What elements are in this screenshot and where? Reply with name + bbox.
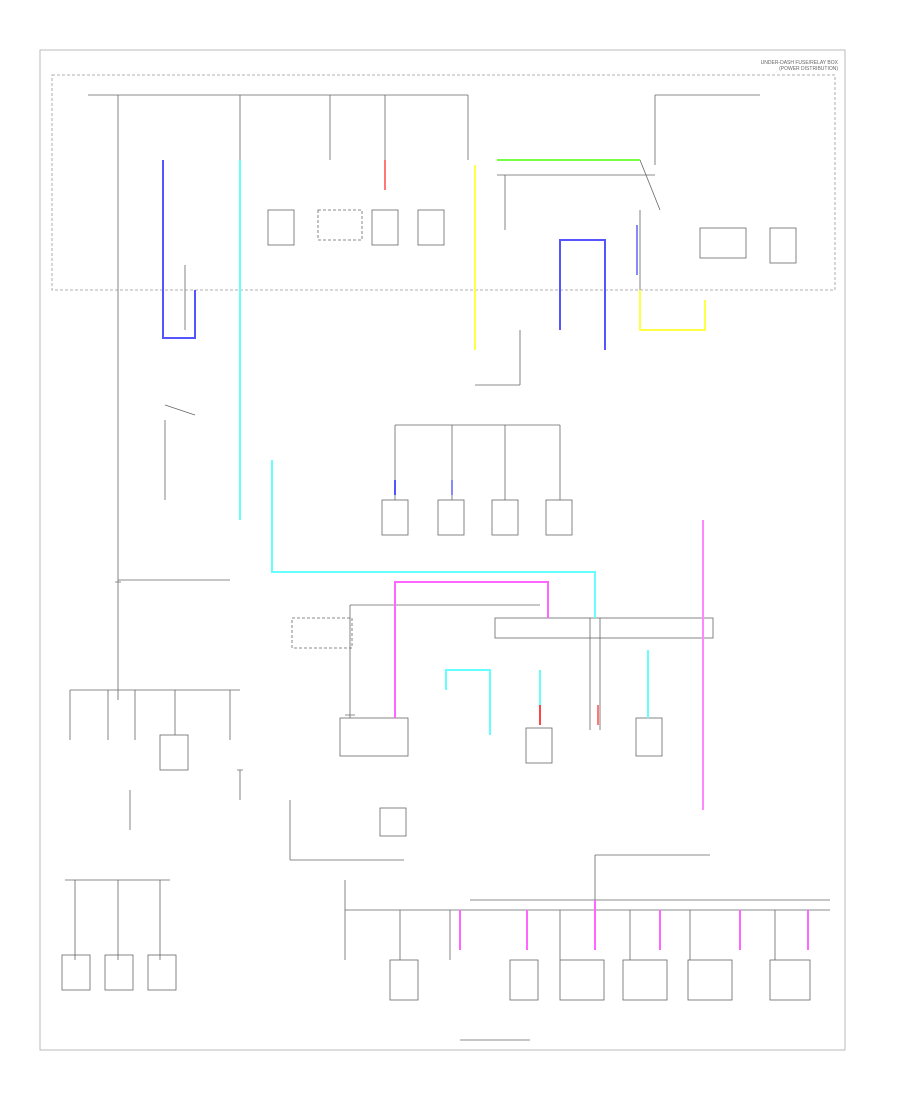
outer-border	[39, 49, 846, 1051]
diagram-title: UNDER-DASH FUSE/RELAY BOX (POWER DISTRIB…	[761, 60, 838, 72]
diagram-title-line-1: UNDER-DASH FUSE/RELAY BOX	[760, 60, 838, 66]
cyan-wire-mid	[445, 669, 491, 735]
yellow-wire-right	[639, 290, 706, 331]
ground-symbols	[115, 581, 355, 771]
black-wires	[61, 94, 830, 1041]
colored-wires	[162, 159, 809, 950]
fuse-box-region	[51, 74, 836, 291]
pink-wire-main	[394, 581, 549, 718]
blue-wire-right	[559, 239, 606, 350]
blue-wire	[162, 160, 196, 339]
cyan-wire-main	[271, 460, 596, 618]
diagram-title-line-2: (POWER DISTRIBUTION)	[779, 66, 838, 72]
